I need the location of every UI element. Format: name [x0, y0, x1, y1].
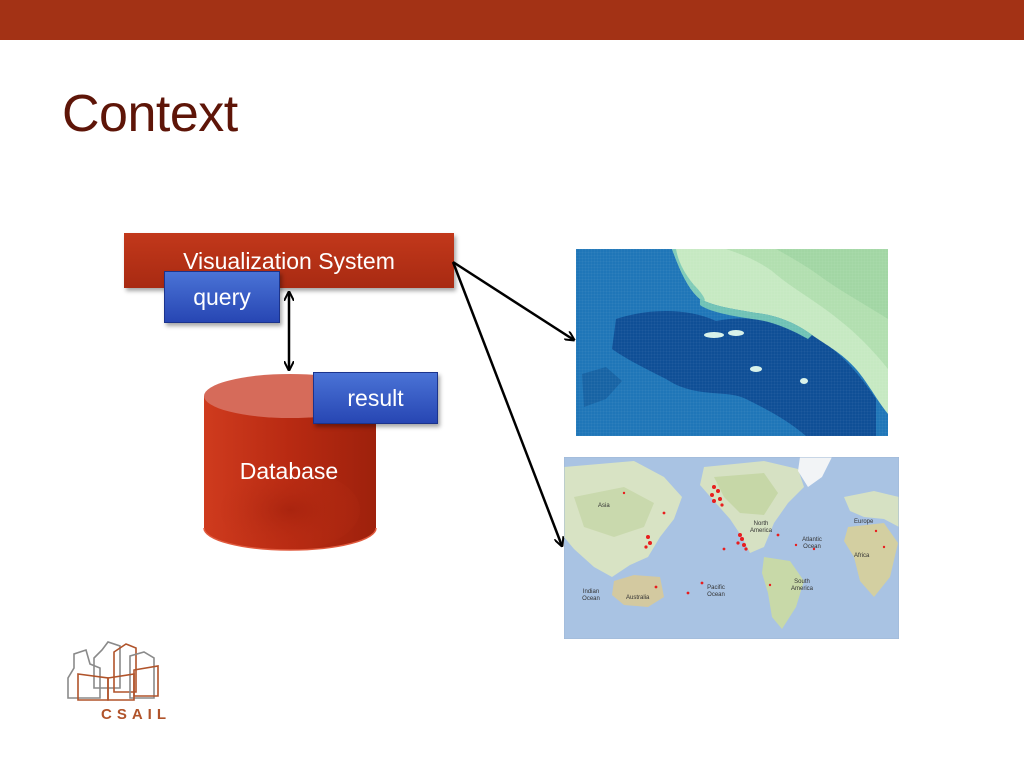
- ocean-map-image: [576, 249, 888, 436]
- query-label-box: query: [164, 271, 280, 323]
- map-label-pacific: Pacific Ocean: [707, 585, 725, 598]
- map-label-europe: Europe: [854, 519, 874, 525]
- top-bar: [0, 0, 1024, 40]
- database-label: Database: [239, 458, 339, 484]
- csail-logo-text: CSAIL: [101, 706, 171, 723]
- world-map-image: Asia North America Atlantic Ocean Europe…: [564, 457, 899, 639]
- map-label-south-america: South America: [790, 579, 813, 592]
- map-label-africa: Africa: [854, 553, 870, 559]
- map-label-atlantic: Atlantic Ocean: [802, 537, 822, 550]
- csail-logo: [64, 638, 179, 728]
- map-label-asia: Asia: [598, 503, 610, 509]
- arrow-to-ocean-map: [452, 260, 574, 340]
- map-label-north-america: North America: [750, 521, 773, 534]
- slide-title: Context: [62, 85, 238, 143]
- arrow-to-world-map: [451, 261, 562, 546]
- map-label-australia: Australia: [626, 595, 650, 601]
- result-label-box: result: [313, 372, 438, 424]
- map-label-indian: Indian Ocean: [582, 589, 600, 602]
